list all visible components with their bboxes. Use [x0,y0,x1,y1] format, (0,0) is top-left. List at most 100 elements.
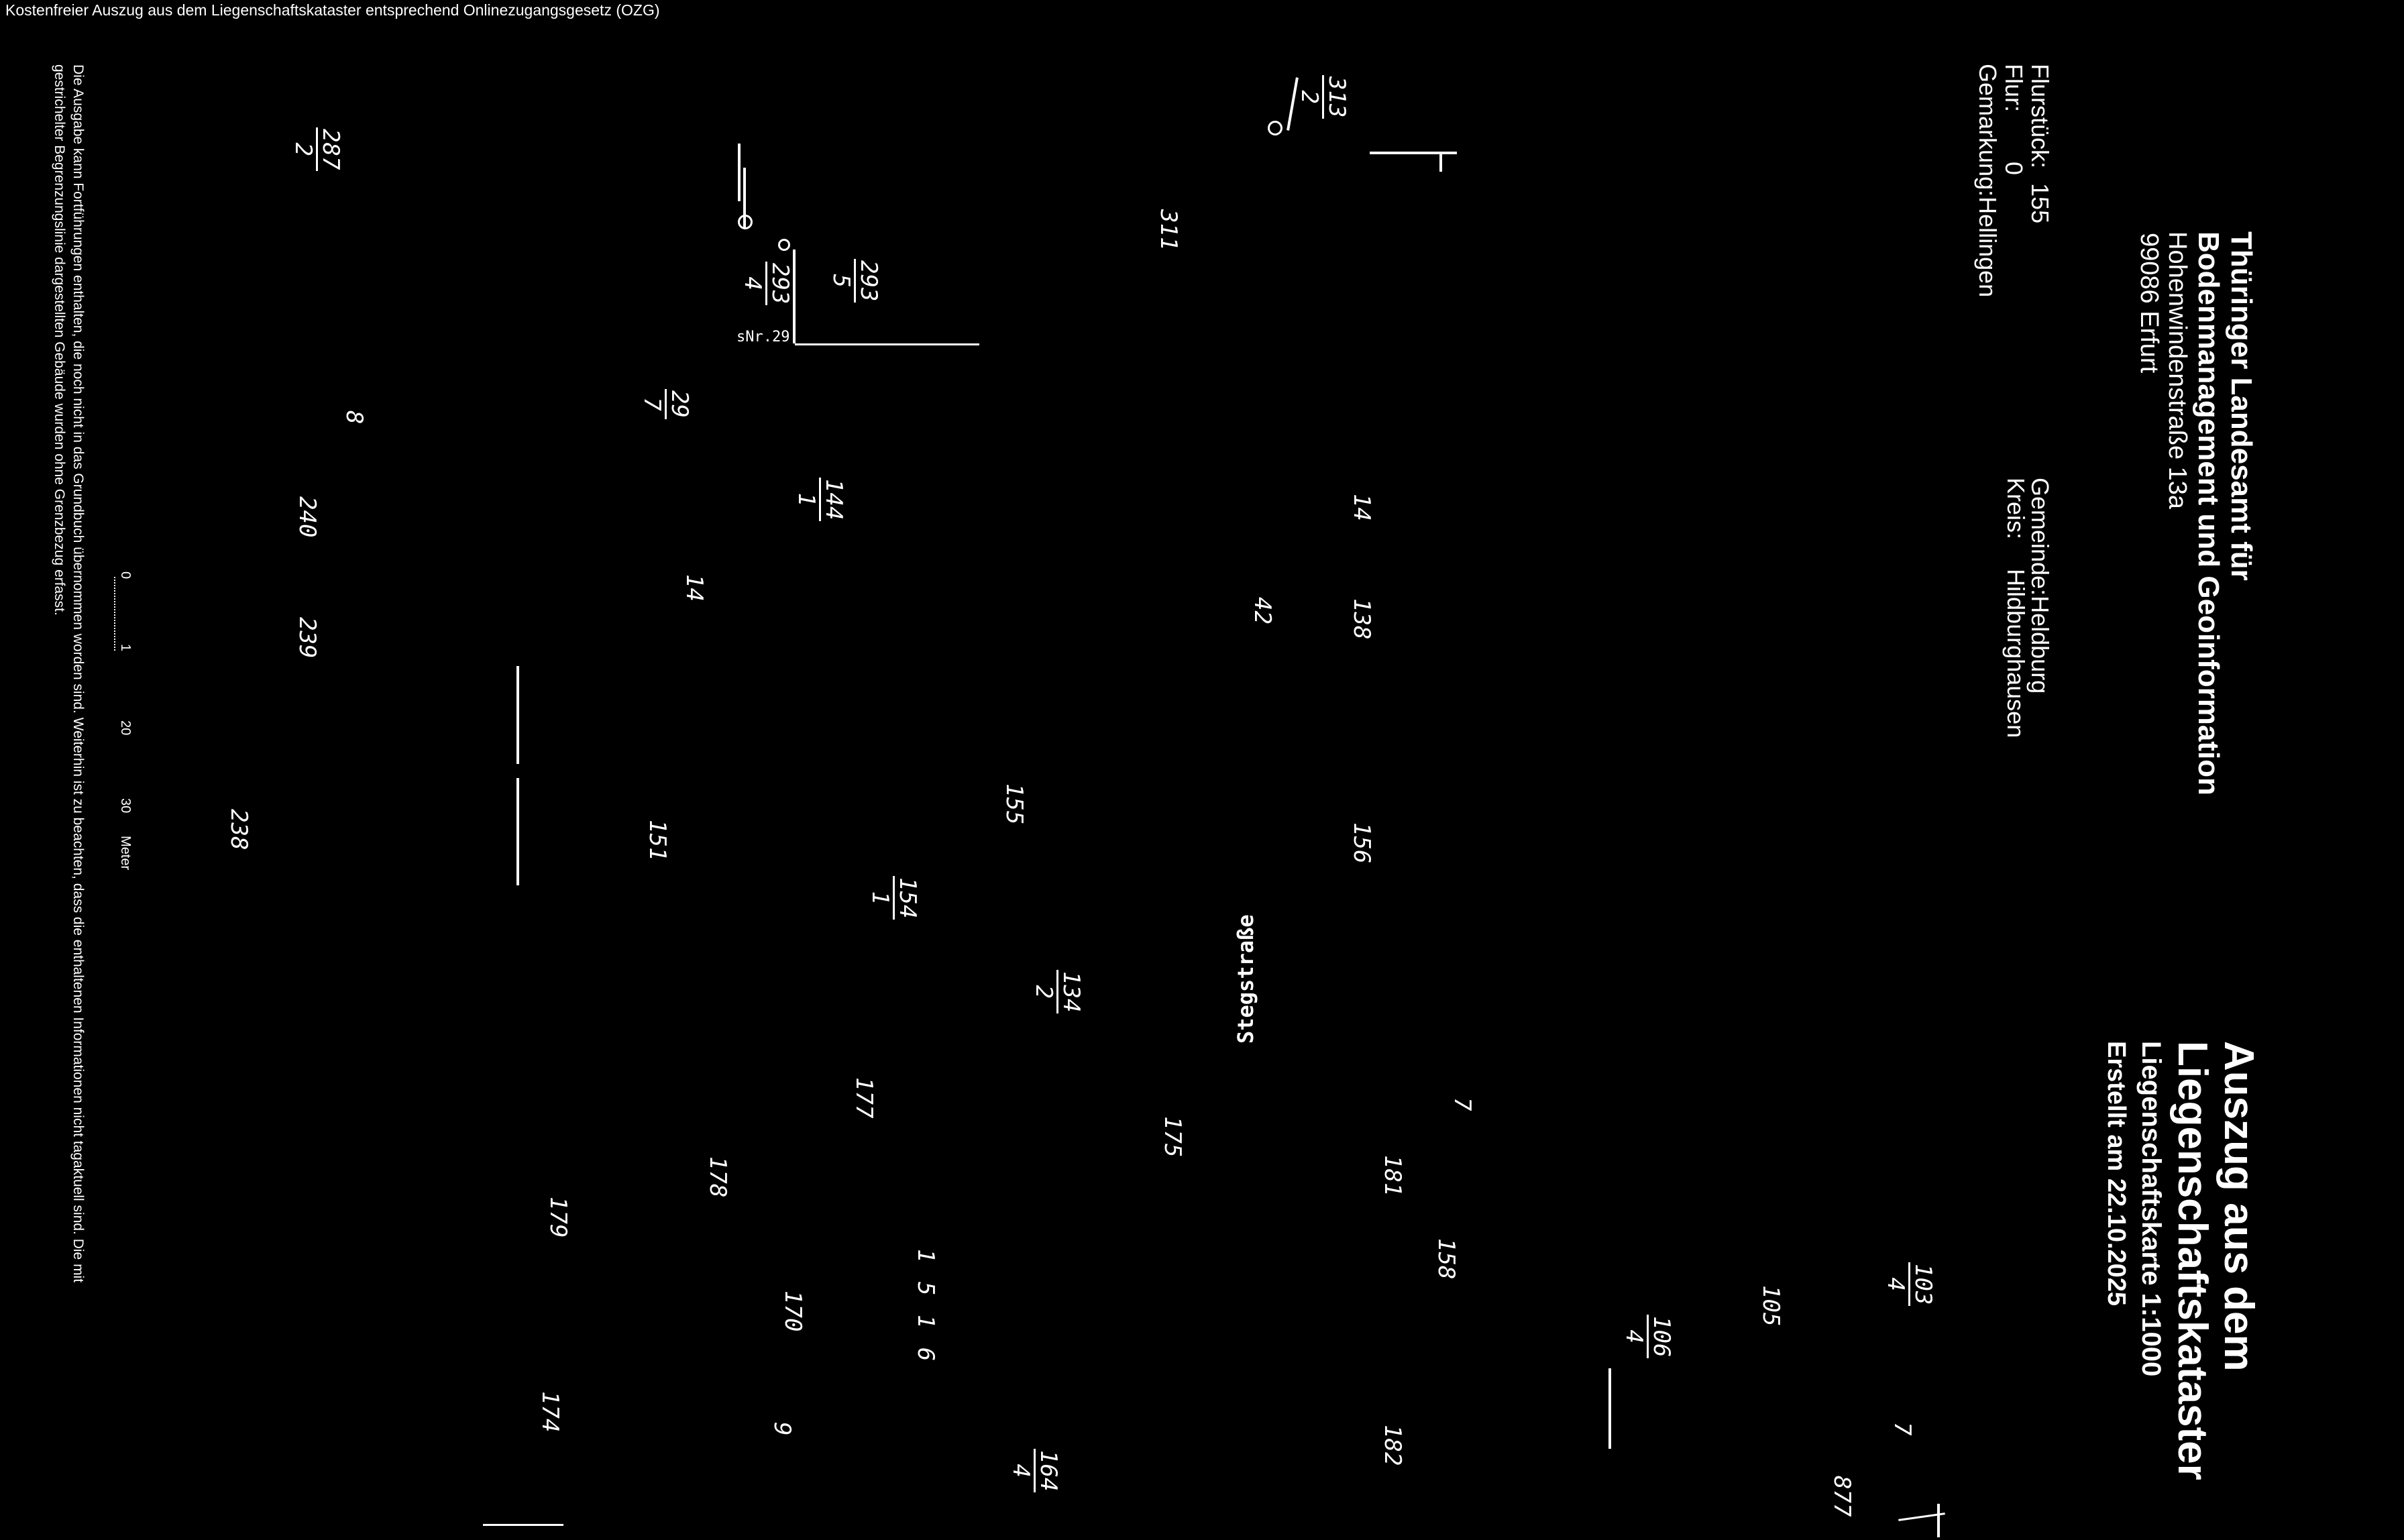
fraction-top: 313 [1322,75,1350,119]
parcel-info-right: Gemeinde:Heldburg Kreis: Hildburghausen [2002,478,2054,738]
fraction-bottom: 7 [639,397,665,411]
fraction-bottom: 2 [1030,985,1057,999]
parcel-label: 7 [1449,1097,1476,1111]
boundary-line [1937,1504,1940,1537]
fraction-bottom: 4 [1007,1464,1034,1478]
fraction-top: 134 [1056,970,1085,1014]
boundary-line [743,168,746,228]
gemarkung-label: Gemarkung: [1974,64,2002,197]
document-title-block: Auszug aus dem Liegenschaftskataster Lie… [2102,1041,2262,1480]
fraction-bottom: 1 [793,492,820,506]
gemeinde-label: Gemeinde: [2026,478,2054,596]
parcel-label: 138 [1348,598,1375,640]
scale-tick-30: 30 [118,798,133,814]
fraction-bottom: 1 [867,891,893,905]
parcel-label: 178 [704,1156,731,1198]
fraction-top: 164 [1034,1449,1062,1493]
authority-city: 99086 Erfurt [2134,233,2163,374]
parcel-label: 238 [225,809,252,850]
gemeinde-value: Heldburg [2026,596,2054,694]
fraction-bottom: 2 [1296,90,1323,104]
parcel-label: 14 [681,574,708,602]
scale-tick-20: 20 [118,720,133,736]
boundary-line [483,1524,563,1526]
fraction-top: 293 [765,262,794,306]
flur-value: 0 [2000,162,2028,176]
gemarkung-value: Hellingen [1974,197,2002,298]
parcel-label: 181 [1379,1155,1406,1197]
boundary-line [516,666,519,764]
boundary-line [516,778,519,885]
survey-point-icon [738,215,753,229]
fraction-top: 29 [665,389,693,419]
parcel-label: 151 [644,820,671,861]
survey-point-icon [778,239,790,251]
boundary-line [738,144,741,201]
boundary-line [1439,152,1442,172]
document-subtitle: Liegenschaftskarte 1:1000 [2136,1041,2167,1377]
parcel-label: 8 [341,410,368,425]
scale-tick-0: 0 [118,571,133,580]
fraction-top: 106 [1647,1315,1675,1359]
parcel-info-left: Flurstück: 155 Flur: 0 Gemarkung:Hellingen [1974,64,2054,298]
scale-bar-line [114,577,115,651]
footnote-line2: gestrichelter Begrenzungslinie dargestel… [51,64,67,616]
document-created: Erstellt am 22.10.2025 [2102,1041,2131,1307]
parcel-label: 1 5 1 6 [912,1249,939,1364]
document-title-line1: Auszug aus dem [2216,1041,2262,1372]
scale-bar: 0 1 20 30 Meter [113,571,133,887]
survey-point-icon [1268,121,1282,135]
street-name-label: Stegstraße [1233,914,1258,1044]
parcel-label: 174 [537,1391,563,1433]
fraction-bottom: 2 [290,142,317,156]
fraction-top: 287 [316,127,344,172]
parcel-label: 170 [779,1290,806,1332]
parcel-label: 239 [294,617,321,659]
authority-line1: Thüringer Landesamt für [2225,231,2258,581]
fraction-top: 293 [854,259,882,303]
parcel-label: 182 [1379,1425,1406,1466]
fraction-top: 144 [819,478,847,522]
boundary-line [1608,1368,1611,1449]
parcel-label: 877 [1828,1476,1855,1517]
parcel-label: 9 [769,1422,796,1436]
authority-line2: Bodenmanagement und Geoinformation [2191,231,2225,795]
flurstueck-value: 155 [2026,183,2054,224]
footnote-line1: Die Ausgabe kann Fortführungen enthalten… [70,64,86,1283]
scale-unit: Meter [118,836,133,871]
kreis-label: Kreis: [2002,478,2030,540]
flurstueck-label: Flurstück: [2026,64,2054,169]
parcel-label: 158 [1433,1238,1460,1280]
fraction-top: 154 [893,876,921,920]
parcel-label: 240 [294,496,321,538]
parcel-label: 105 [1757,1285,1784,1327]
parcel-label: 156 [1348,822,1375,864]
house-number-label: sNr.29 [736,329,790,345]
scale-tick-1: 1 [118,644,133,652]
kreis-value: Hildburghausen [2002,569,2030,738]
boundary-line [1370,152,1457,154]
parcel-label: 7 [1889,1422,1916,1436]
parcel-label: 311 [1155,209,1182,251]
fraction-bottom: 4 [739,276,766,290]
fraction-bottom: 4 [1621,1329,1647,1343]
authority-street: Hohenwindenstraße 13a [2163,231,2192,510]
boundary-line [793,250,796,343]
fraction-bottom: 4 [1882,1277,1909,1291]
flur-label: Flur: [2000,64,2028,112]
document-title-line2: Liegenschaftskataster [2169,1041,2216,1480]
parcel-label: 179 [545,1197,571,1238]
fraction-top: 103 [1908,1262,1936,1307]
boundary-line [795,343,979,345]
parcel-label: 175 [1159,1116,1186,1158]
